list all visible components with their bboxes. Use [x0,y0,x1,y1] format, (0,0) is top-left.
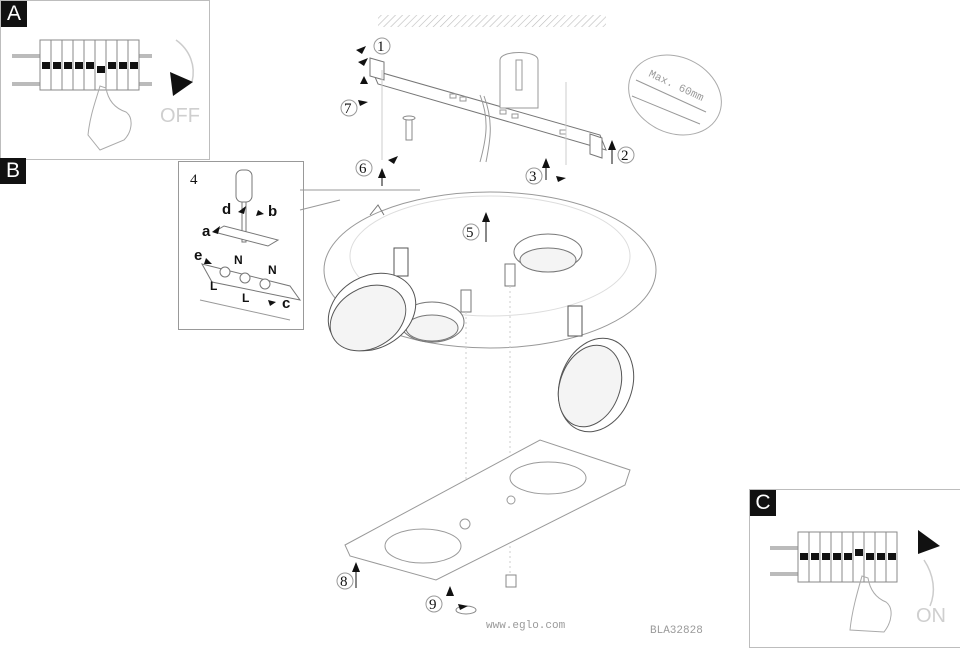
cover-nut [455,574,517,615]
svg-text:8: 8 [340,574,348,590]
breaker-panel-on: ON [770,530,946,633]
rotate-arrow-icon [918,530,940,554]
wall-plug-detail [499,52,539,109]
live-mark: L [242,291,249,305]
spotlight [327,247,417,352]
svg-text:9: 9 [429,597,437,613]
panel-label-c: C [750,490,776,516]
manual-code: BLA32828 [650,625,703,637]
step-9: 9 [425,595,443,613]
state-off-label: OFF [160,105,200,127]
live-mark: L [210,279,217,293]
cover-plate [344,439,631,581]
svg-text:6: 6 [359,161,367,177]
step-3: 3 [525,167,543,185]
terminal-marks: N N L L [210,253,277,305]
spotlight [399,301,465,343]
mounting-screw [402,115,416,141]
spotlight [513,233,583,273]
step-5: 5 [462,223,480,241]
step-6: 6 [355,159,373,177]
rotate-arrow-icon [170,72,193,96]
state-on-label: ON [916,605,946,627]
panel-label-a: A [1,1,27,27]
neutral-mark: N [268,263,277,277]
terminal-block [199,225,302,321]
callout-e: e [194,247,202,264]
breaker-panel-off: OFF [12,39,200,151]
step-8: 8 [336,572,354,590]
callout-b: b [268,203,277,220]
panel-label-b: B [0,158,26,184]
direction-arrows [352,46,616,610]
callout-arrows [204,206,276,306]
neutral-mark: N [234,253,243,267]
supply-wires [479,94,491,163]
callout-a: a [202,223,211,240]
svg-text:7: 7 [344,101,352,117]
svg-text:2: 2 [621,148,629,164]
ceiling-hatch [378,15,606,27]
callout-c: c [282,295,290,312]
wire-strip-detail: Max. 60mm [628,54,722,136]
spotlight [557,305,635,433]
step-1: 1 [373,37,391,55]
step-7: 7 [340,99,358,117]
screwdriver [235,169,253,243]
svg-text:5: 5 [466,225,474,241]
step-2: 2 [617,146,635,164]
svg-text:3: 3 [529,169,537,185]
website-url: www.eglo.com [486,620,566,632]
step-4-label: 4 [190,172,198,188]
svg-text:1: 1 [377,39,385,55]
mounting-bracket [369,57,607,159]
callout-d: d [222,201,231,218]
